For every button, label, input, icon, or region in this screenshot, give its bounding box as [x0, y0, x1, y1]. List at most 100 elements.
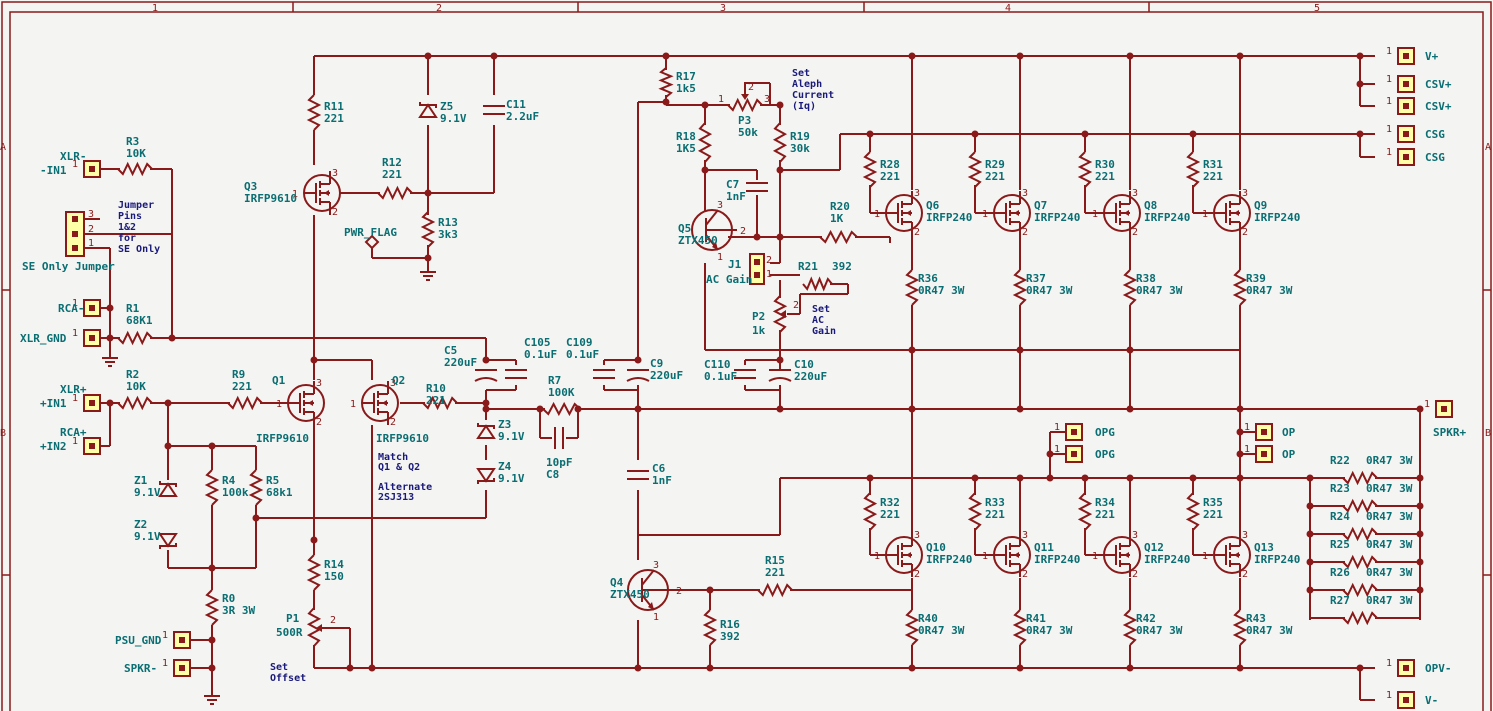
wires [86, 55, 1421, 701]
resistor-value: 30k [790, 142, 810, 155]
pin-number: 3 [1132, 530, 1138, 541]
pot-note: Set [812, 304, 830, 315]
transistor-ref: Q3 [244, 180, 257, 193]
resistor-value: 221 [232, 380, 252, 393]
pin-number: 2 [1022, 569, 1028, 580]
column-label: 2 [436, 3, 442, 14]
pin-number: 1 [1054, 444, 1060, 455]
pot-value: 1k [752, 324, 766, 337]
resistor-ref: R16 [720, 618, 740, 631]
pin-number: 1 [72, 159, 78, 170]
resistor: R23 0R47 3W [1330, 482, 1413, 514]
resistor-ref: R31 [1203, 158, 1223, 171]
resistor-value: 221 [382, 168, 402, 181]
resistor-ref: R4 [222, 474, 236, 487]
resistor-value: 0R47 3W [1366, 538, 1413, 551]
transistor-value: IRFP9610 [376, 432, 429, 445]
resistor-ref: R33 [985, 496, 1005, 509]
resistor-ref: R39 [1246, 272, 1266, 285]
pin-number: 2 [748, 82, 754, 93]
resistor-ref: R13 [438, 216, 458, 229]
resistor-value: 221 [1095, 508, 1115, 521]
pin-number: 3 [1022, 188, 1028, 199]
resistor-value: 0R47 3W [1366, 482, 1413, 495]
pin-number: 3 [764, 94, 770, 105]
resistor-ref: R17 [676, 70, 696, 83]
pot-note: AC [812, 315, 824, 326]
resistor-value: 0R47 3W [1246, 284, 1293, 297]
pin-number: 1 [1092, 551, 1098, 562]
match-note-line: Alternate [378, 482, 432, 493]
resistor-value: 0R47 3W [1246, 624, 1293, 637]
resistor-ref: R23 [1330, 482, 1350, 495]
zener-value: 9.1V [134, 486, 161, 499]
connector-label: CSG [1425, 151, 1445, 164]
pwr-flag-label: PWR_FLAG [344, 226, 397, 239]
transistor-ref: Q2 [392, 374, 405, 387]
resistor-value: 0R47 3W [1366, 454, 1413, 467]
pin-number: 3 [653, 560, 659, 571]
resistor-value: 0R47 3W [1136, 284, 1183, 297]
pin-number: 2 [1242, 569, 1248, 580]
capacitor-ref: C10 [794, 358, 814, 371]
zener-value: 9.1V [440, 112, 467, 125]
connector-label: SPKR- [124, 662, 157, 675]
resistor-value: 100K [548, 386, 575, 399]
transistor-ref: Q12 [1144, 541, 1164, 554]
resistor-value: 221 [880, 508, 900, 521]
net-label: -IN1 [40, 164, 67, 177]
resistor-value: 221 [426, 394, 446, 407]
resistor-value: 221 [1095, 170, 1115, 183]
resistor-ref: R9 [232, 368, 245, 381]
zener-diode: Z59.1V [418, 100, 467, 125]
capacitor-value: 220uF [650, 369, 683, 382]
jumper-note: for [118, 233, 136, 244]
resistor-ref: R29 [985, 158, 1005, 171]
resistor-value: 0R47 3W [918, 284, 965, 297]
pot-ref: P2 [752, 310, 765, 323]
resistor-ref: R12 [382, 156, 402, 169]
connector-label: XLR+ [60, 383, 87, 396]
transistor-ref: Q11 [1034, 541, 1054, 554]
resistor-ref: R25 [1330, 538, 1350, 551]
pin-number: 1 [72, 436, 78, 447]
pin-number: 3 [316, 378, 322, 389]
capacitor-value: 0.1uF [524, 348, 557, 361]
transistor-ref: Q10 [926, 541, 946, 554]
resistor-value: 221 [1203, 170, 1223, 183]
transistor-value: ZTX450 [678, 234, 718, 247]
resistor-ref: R3 [126, 135, 139, 148]
capacitor-ref: C105 [524, 336, 551, 349]
transistor-value: IRFP9610 [256, 432, 309, 445]
pin-number: 1 [718, 94, 724, 105]
resistor-value: 0R47 3W [918, 624, 965, 637]
connector-label: OPG [1095, 448, 1115, 461]
components: 1XLR--IN11RCA-1XLR_GND1XLR++IN11RCA++IN2… [20, 46, 1466, 709]
resistor-ref: R15 [765, 554, 785, 567]
pin-number: 3 [332, 168, 338, 179]
row-label: B [0, 428, 6, 439]
ground-icon [420, 268, 436, 281]
capacitor-ref: C109 [566, 336, 593, 349]
resistor-value: 100k [222, 486, 249, 499]
